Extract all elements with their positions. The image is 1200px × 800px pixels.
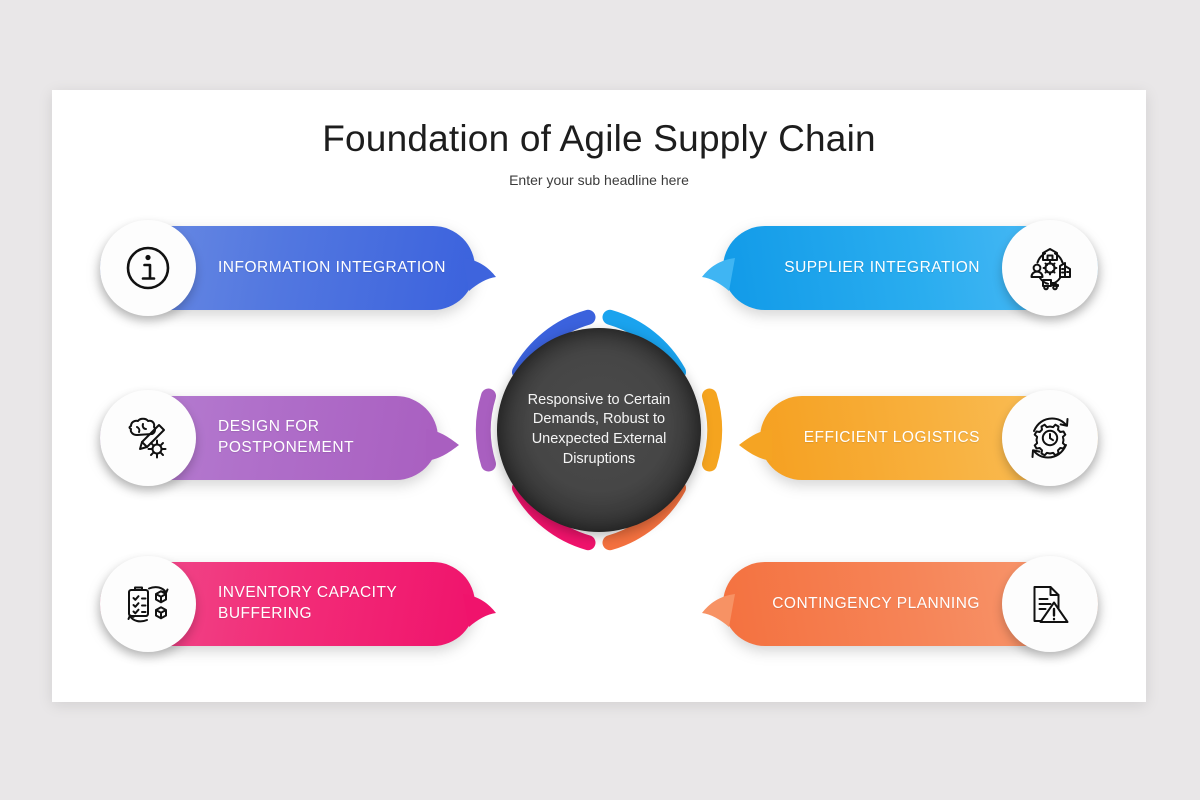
- icon-bubble-contingency-planning: [1002, 556, 1098, 652]
- page-subtitle: Enter your sub headline here: [509, 172, 689, 188]
- icon-bubble-information-integration: [100, 220, 196, 316]
- center-hub-text: Responsive to Certain Demands, Robust to…: [527, 391, 671, 467]
- item-label-inventory-capacity-buffering: INVENTORY CAPACITY BUFFERING: [218, 584, 397, 622]
- document-warning-icon: [1033, 586, 1069, 623]
- item-efficient-logistics[interactable]: EFFICIENT LOGISTICS: [732, 390, 1098, 486]
- pill-tail-information-integration: [463, 258, 497, 292]
- clipboard-boxes-cycle-icon: [127, 586, 169, 623]
- supply-network-icon: [1030, 248, 1071, 291]
- pill-tail-efficient-logistics: [738, 428, 772, 462]
- icon-bubble-efficient-logistics: [1002, 390, 1098, 486]
- ring-segment-design-for-postponement: [475, 388, 496, 472]
- item-label-efficient-logistics: EFFICIENT LOGISTICS: [803, 428, 980, 446]
- icon-bubble-inventory-capacity-buffering: [100, 556, 196, 652]
- item-contingency-planning[interactable]: CONTINGENCY PLANNING: [695, 556, 1098, 652]
- center-hub-circle: Responsive to Certain Demands, Robust to…: [497, 328, 701, 532]
- item-label-contingency-planning: CONTINGENCY PLANNING: [772, 594, 980, 612]
- page-title: Foundation of Agile Supply Chain: [322, 118, 876, 159]
- ring-segment-efficient-logistics: [702, 388, 723, 472]
- pill-tail-contingency-planning: [701, 594, 735, 628]
- item-label-design-for-postponement: DESIGN FOR POSTPONEMENT: [218, 418, 355, 456]
- pill-tail-supplier-integration: [701, 258, 735, 292]
- icon-bubble-supplier-integration: [1002, 220, 1098, 316]
- item-label-information-integration: INFORMATION INTEGRATION: [218, 258, 446, 276]
- item-information-integration[interactable]: INFORMATION INTEGRATION: [100, 220, 503, 316]
- item-supplier-integration[interactable]: SUPPLIER INTEGRATION: [695, 220, 1098, 316]
- item-label-supplier-integration: SUPPLIER INTEGRATION: [784, 258, 980, 276]
- info-icon: [126, 246, 170, 290]
- gear-clock-cycle-icon: [1031, 417, 1069, 459]
- center-hub: Responsive to Certain Demands, Robust to…: [475, 306, 723, 554]
- item-inventory-capacity-buffering[interactable]: INVENTORY CAPACITY BUFFERING: [100, 556, 503, 652]
- pill-tail-design-for-postponement: [426, 428, 460, 462]
- design-brain-pencil-gear-icon: [128, 417, 167, 459]
- item-design-for-postponement[interactable]: DESIGN FOR POSTPONEMENT: [100, 390, 466, 486]
- icon-bubble-design-for-postponement: [100, 390, 196, 486]
- pill-tail-inventory-capacity-buffering: [463, 594, 497, 628]
- slide-canvas: Foundation of Agile Supply Chain Enter y…: [52, 90, 1146, 702]
